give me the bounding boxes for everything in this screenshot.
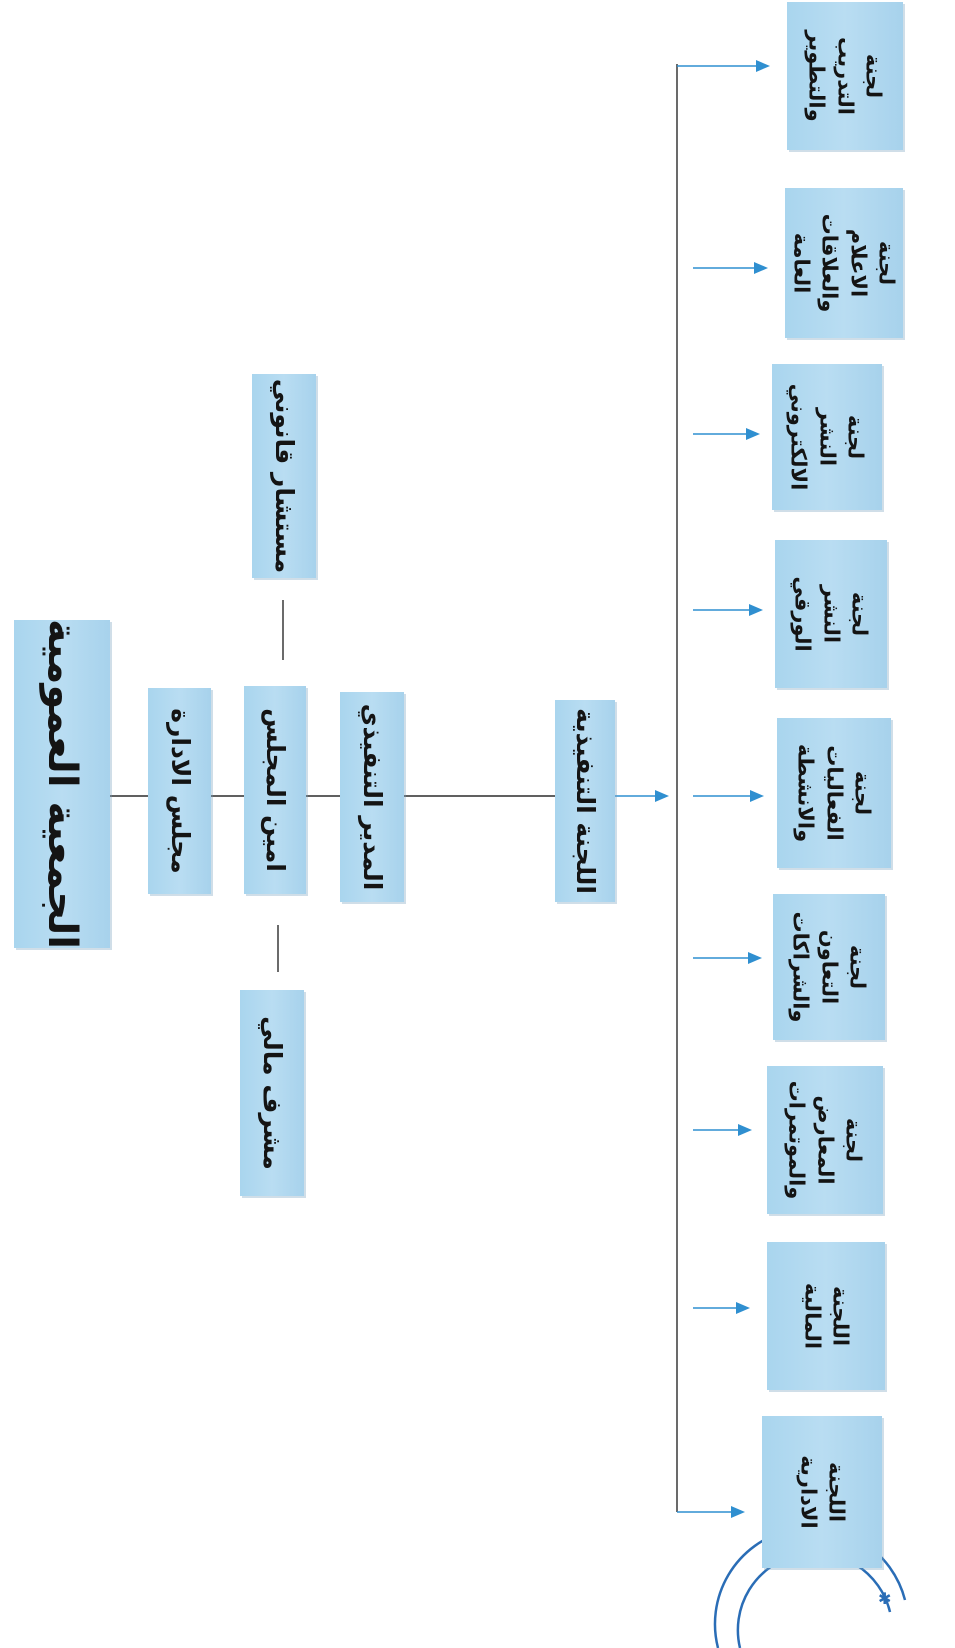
secretary-box: امين المجلس [244, 686, 306, 894]
legal-advisor-label: مستشار قانوني [269, 378, 299, 574]
secretary-label: امين المجلس [260, 708, 290, 872]
executive-director-label: المدير التنفيذي [357, 703, 387, 891]
board-box: مجلس الادارة [148, 688, 211, 894]
executive-committee-box: اللجنة التنفيذية [555, 700, 615, 902]
committee-branch-arrowhead [736, 1302, 750, 1314]
committee-electronic-publishing: لجنة النشر الالكتروني [772, 364, 882, 510]
committee-label: اللجنة المالية [800, 1282, 853, 1350]
board-label: مجلس الادارة [165, 708, 195, 874]
committee-label: لجنة النشر الالكتروني [786, 383, 868, 491]
committee-media-relations: لجنة الاعلام والعلاقات العامة [785, 188, 903, 338]
committee-print-publishing: لجنة النشر الورقي [775, 540, 887, 688]
committee-label: لجنة الفعاليات والانشطة [793, 743, 875, 843]
committee-exhibitions-conferences: لجنة المعارض والموتمرات [767, 1066, 883, 1214]
committee-label: اللجنة الادارية [796, 1455, 849, 1529]
general-assembly-box: الجمعية العمومية [14, 618, 110, 950]
executive-director-box: المدير التنفيذي [340, 692, 404, 902]
committee-label: لجنة التعاون والشراكات [788, 911, 870, 1023]
exec-to-bus-arrowhead [655, 790, 669, 802]
committee-branch-arrowhead [748, 952, 762, 964]
legal-advisor-box: مستشار قانوني [252, 374, 316, 578]
committee-branch-arrowhead [750, 790, 764, 802]
committee-label: لجنة النشر الورقي [790, 576, 872, 652]
committee-events-activities: لجنة الفعاليات والانشطة [777, 718, 891, 868]
committee-label: لجنة التدريب والتطوير [804, 30, 886, 122]
committee-training: لجنة التدريب والتطوير [787, 2, 903, 150]
committee-branch-arrowhead [754, 262, 768, 274]
financial-supervisor-box: مشرف مالي [240, 990, 304, 1196]
committee-branch-arrowhead [738, 1124, 752, 1136]
general-assembly-label: الجمعية العمومية [39, 618, 85, 950]
committee-branch-arrowhead [756, 60, 770, 72]
committee-finance: اللجنة المالية [767, 1242, 885, 1390]
committee-cooperation-partnerships: لجنة التعاون والشراكات [773, 894, 885, 1040]
committee-branch-arrowhead [746, 428, 760, 440]
committee-label: لجنة الاعلام والعلاقات العامة [789, 213, 899, 313]
stamp-star: ✱ [878, 1589, 891, 1608]
executive-committee-label: اللجنة التنفيذية [570, 708, 600, 894]
committee-label: لجنة المعارض والموتمرات [784, 1080, 866, 1200]
committee-branch-arrowhead [749, 604, 763, 616]
committee-branch-arrowhead [731, 1506, 745, 1518]
committee-administrative: اللجنة الادارية [762, 1416, 882, 1568]
financial-supervisor-label: مشرف مالي [257, 1016, 287, 1170]
